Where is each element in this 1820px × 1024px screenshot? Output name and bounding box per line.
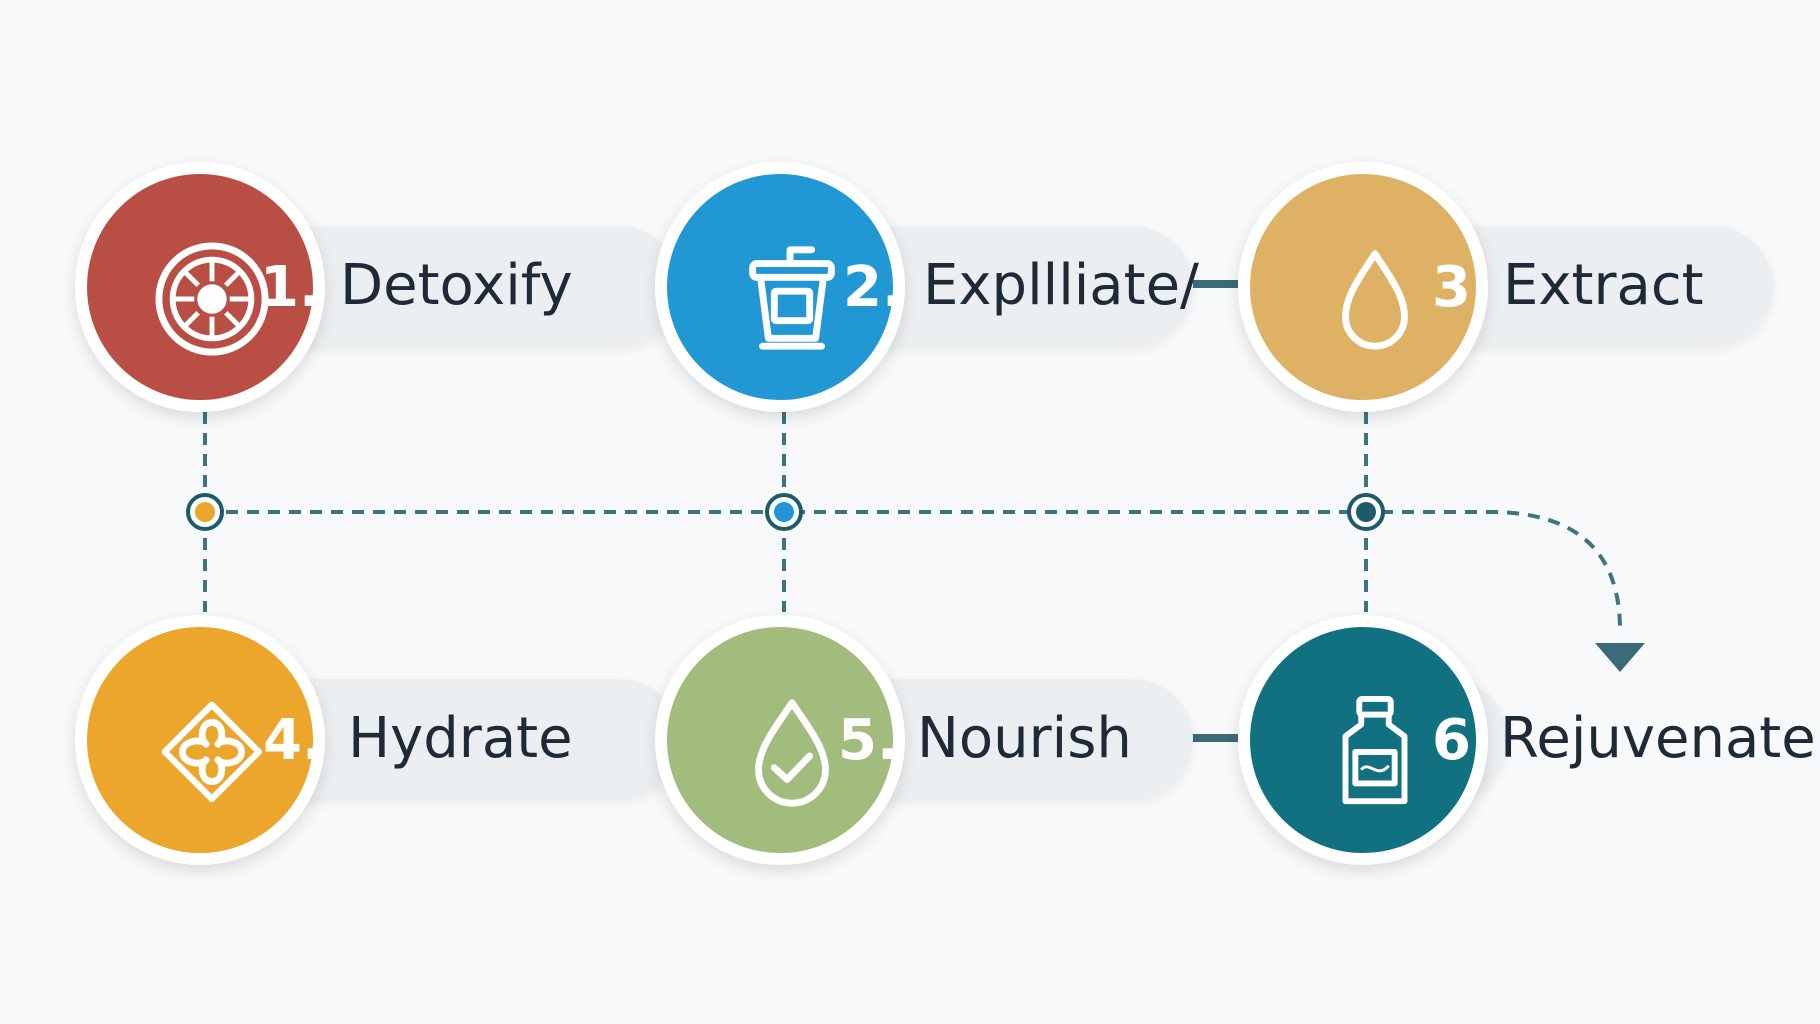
horizontal-dash-path: [205, 510, 1622, 631]
step-4: 4. Hydrate: [75, 615, 680, 865]
drop-check-icon: [755, 699, 829, 807]
step-1-label: Detoxify: [340, 253, 573, 318]
drop-icon: [1342, 250, 1408, 350]
step-6-number: 6.: [1432, 708, 1493, 773]
junction-node-3: [1347, 493, 1385, 531]
sun-target-icon: [155, 242, 269, 356]
arrow-head-icon: [1595, 643, 1645, 672]
cup-icon: [749, 246, 835, 350]
step-5-number: 5.: [838, 708, 899, 773]
step-6: 6. Rejuvenate: [1238, 615, 1816, 865]
step-6-label: Rejuvenate: [1500, 706, 1816, 771]
step-1-number: 1.: [260, 255, 321, 320]
junction-node-1: [186, 493, 224, 531]
flower-icon: [161, 701, 263, 803]
step-3: 3. Extract: [1238, 162, 1778, 412]
step-1: 1. Detoxify: [75, 162, 680, 412]
step-2-label: Expllliate/: [923, 253, 1199, 318]
step-5-label: Nourish: [917, 706, 1132, 771]
step-2: 2. Expllliate/: [655, 162, 1200, 412]
step-2-number: 2.: [843, 255, 904, 320]
step-3-label: Extract: [1503, 253, 1704, 318]
bottle-icon: [1342, 695, 1408, 805]
step-5: 5. Nourish: [655, 615, 1200, 865]
step-4-number: 4.: [263, 708, 324, 773]
junction-node-2: [765, 493, 803, 531]
step-4-label: Hydrate: [348, 706, 573, 771]
step-3-number: 3.: [1432, 255, 1493, 320]
